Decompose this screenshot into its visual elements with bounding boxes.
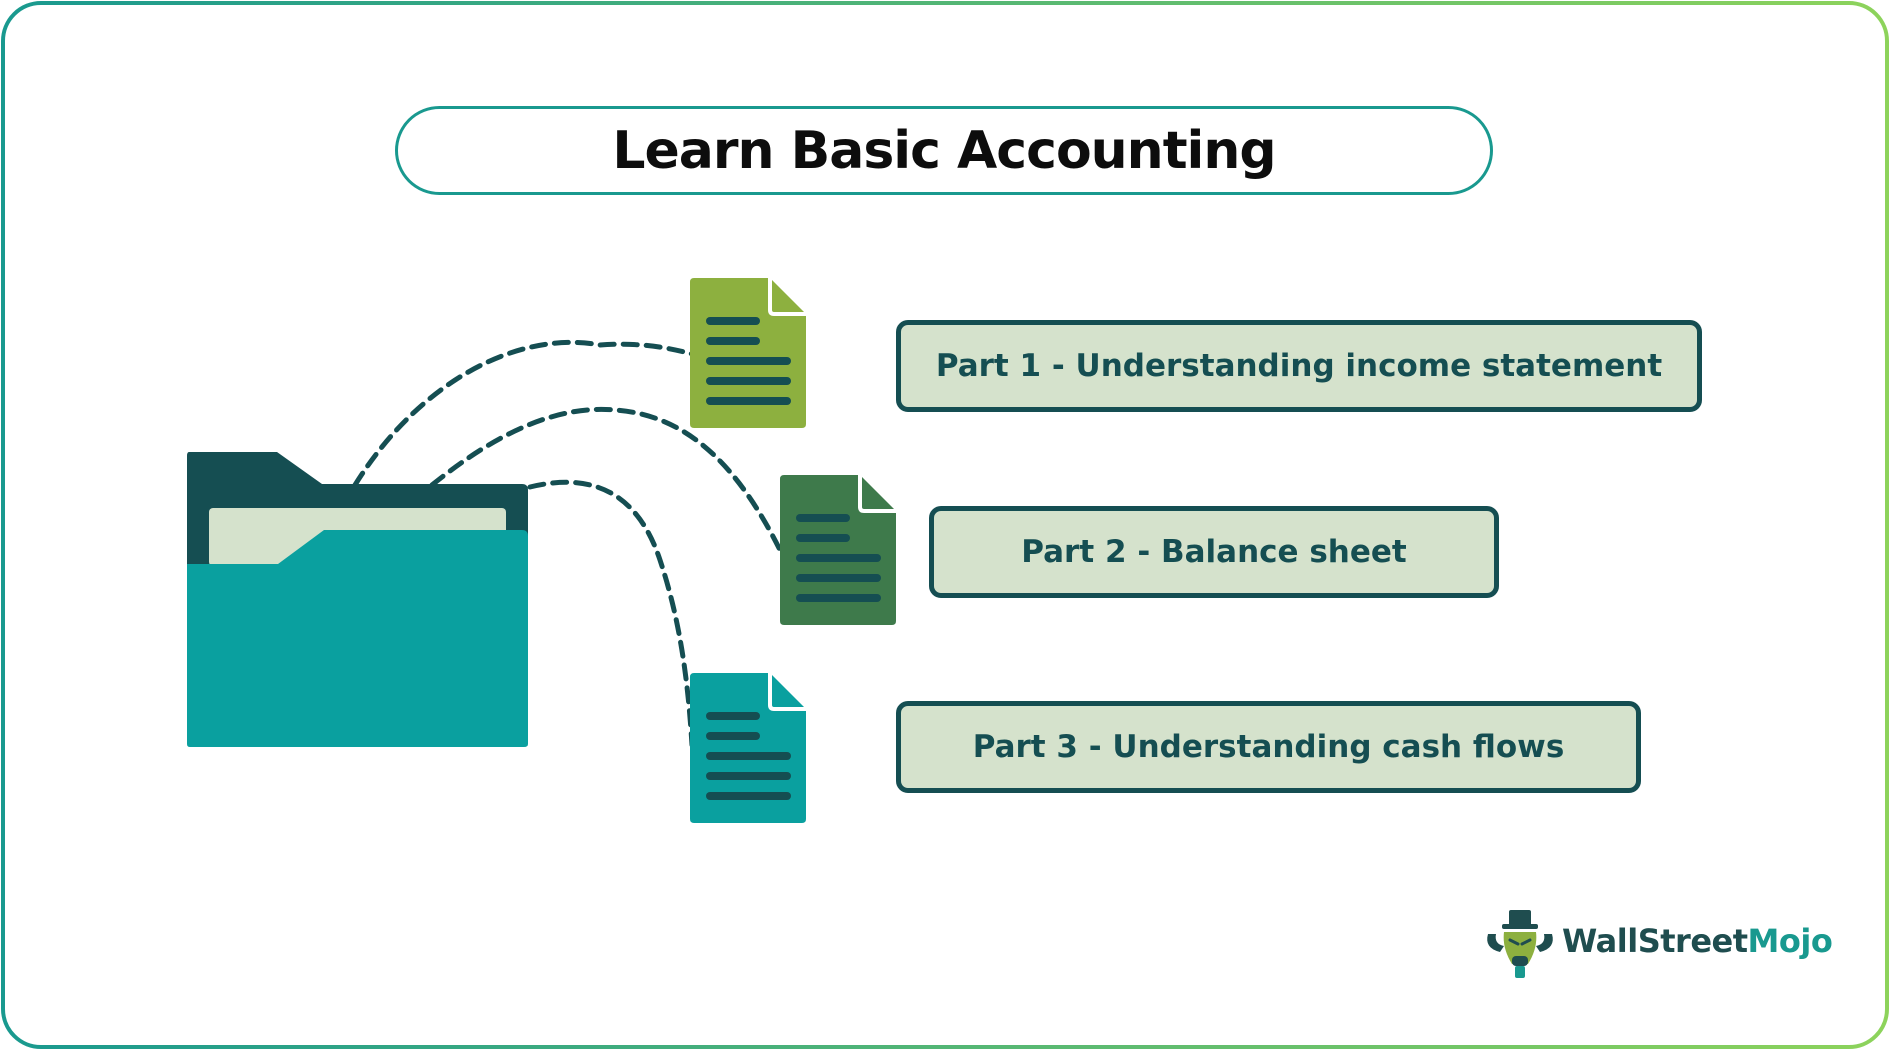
part-2-box: Part 2 - Balance sheet	[929, 506, 1499, 598]
document-icon-2	[780, 475, 896, 625]
part-3-label: Part 3 - Understanding cash flows	[972, 729, 1565, 765]
part-1-box: Part 1 - Understanding income statement	[896, 320, 1702, 412]
folder-icon	[187, 452, 528, 747]
connectors	[352, 339, 783, 748]
title-banner: Learn Basic Accounting	[395, 106, 1493, 195]
part-1-label: Part 1 - Understanding income statement	[935, 348, 1663, 384]
folder-front	[187, 530, 528, 747]
document-icon-1	[690, 278, 806, 428]
connector-part-2	[429, 406, 783, 553]
part-3-box: Part 3 - Understanding cash flows	[896, 701, 1641, 793]
document-icon-3	[690, 673, 806, 823]
brand-name-part-1: WallStreet	[1562, 922, 1748, 960]
part-2-label: Part 2 - Balance sheet	[1021, 534, 1407, 570]
brand-name-part-2: Mojo	[1747, 922, 1833, 960]
connector-part-1	[352, 339, 695, 488]
page-title: Learn Basic Accounting	[612, 120, 1276, 181]
connector-part-3	[527, 479, 695, 748]
brand-logo: WallStreetMojo	[1482, 908, 1833, 980]
bull-mascot-icon	[1487, 910, 1553, 978]
brand-name: WallStreetMojo	[1562, 922, 1833, 960]
